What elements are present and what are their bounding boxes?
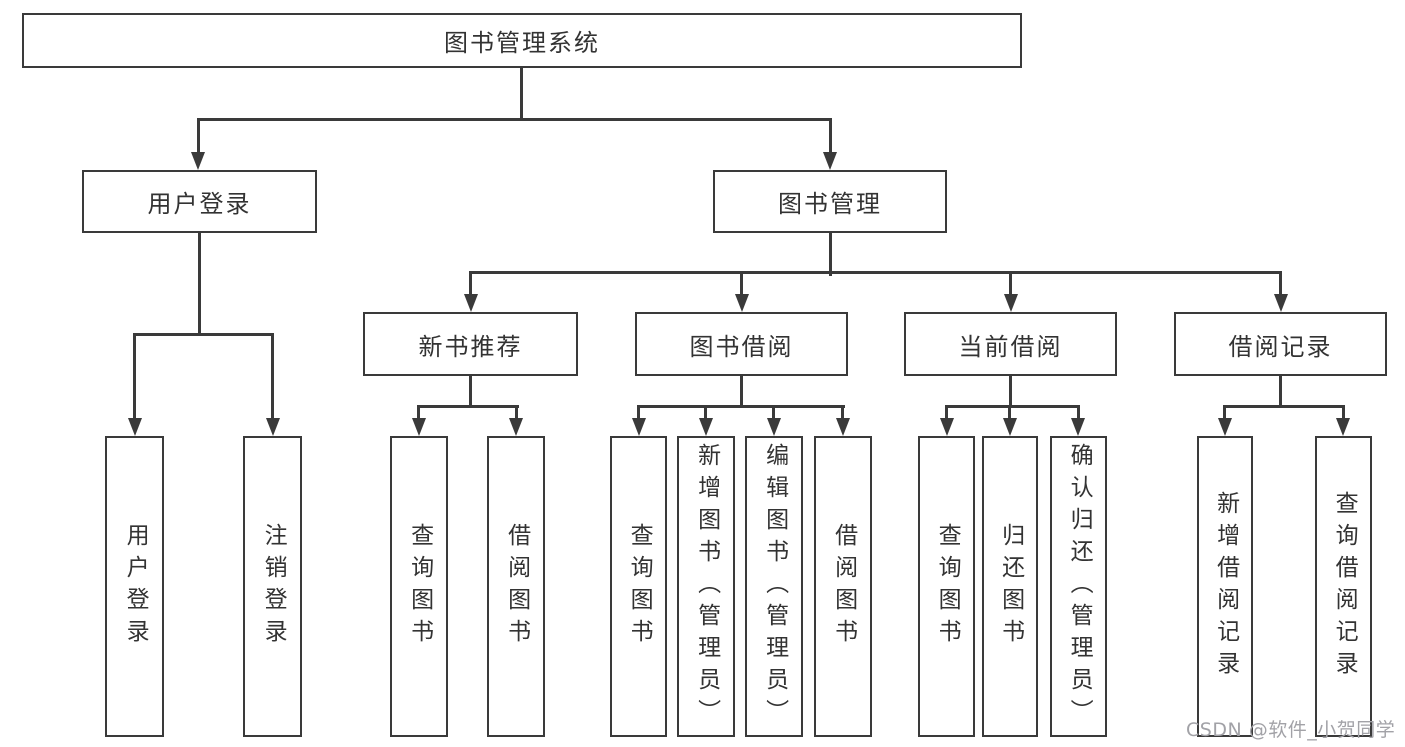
arrow-down-icon: [128, 418, 142, 436]
arrow-down-icon: [836, 418, 850, 436]
leaf-user-login-label: 用户登录: [122, 522, 149, 651]
leaf-query-books-borrow: 查询图书: [610, 436, 667, 737]
arrow-down-icon: [699, 418, 713, 436]
arrow-down-icon: [1336, 418, 1350, 436]
node-book-borrow-label: 图书借阅: [689, 332, 794, 361]
arrow-down-icon: [1071, 418, 1085, 436]
arrow-down-icon: [1004, 294, 1018, 312]
arrow-down-icon: [632, 418, 646, 436]
csdn-watermark: CSDN @软件_小贺同学: [1186, 719, 1396, 741]
node-book-management-label: 图书管理: [778, 190, 882, 218]
node-root-label: 图书管理系统: [444, 29, 600, 57]
node-current-borrow: 当前借阅: [904, 312, 1117, 376]
leaf-logout-label: 注销登录: [260, 522, 287, 651]
node-current-borrow-label: 当前借阅: [958, 332, 1063, 361]
arrow-down-icon: [1003, 418, 1017, 436]
leaf-query-borrow-record-label: 查询借阅记录: [1331, 490, 1358, 683]
node-book-borrow: 图书借阅: [635, 312, 848, 376]
arrow-down-icon: [767, 418, 781, 436]
leaf-query-books-current: 查询图书: [918, 436, 975, 737]
leaf-add-borrow-record: 新增借阅记录: [1197, 436, 1253, 737]
leaf-edit-books-admin: 编辑图书（管理员）: [745, 436, 803, 737]
leaf-add-books-admin-label: 新增图书（管理员）: [693, 442, 720, 731]
leaf-add-borrow-record-label: 新增借阅记录: [1212, 490, 1239, 683]
node-borrow-records-label: 借阅记录: [1228, 332, 1333, 361]
arrow-down-icon: [266, 418, 280, 436]
node-new-book-recommend: 新书推荐: [363, 312, 578, 376]
arrow-down-icon: [1274, 294, 1288, 312]
node-borrow-records: 借阅记录: [1174, 312, 1387, 376]
node-book-management: 图书管理: [713, 170, 947, 233]
leaf-borrow-books-label: 借阅图书: [830, 522, 857, 651]
arrow-down-icon: [1218, 418, 1232, 436]
leaf-logout: 注销登录: [243, 436, 302, 737]
leaf-return-books-label: 归还图书: [997, 522, 1024, 651]
leaf-query-books-current-label: 查询图书: [934, 522, 961, 651]
leaf-query-books-recommend: 查询图书: [390, 436, 448, 737]
arrow-down-icon: [735, 294, 749, 312]
node-user-login-label: 用户登录: [147, 190, 252, 218]
leaf-borrow-books-recommend: 借阅图书: [487, 436, 545, 737]
leaf-query-books-recommend-label: 查询图书: [406, 522, 433, 651]
leaf-borrow-books-recommend-label: 借阅图书: [503, 522, 530, 651]
node-new-book-recommend-label: 新书推荐: [418, 332, 523, 361]
arrow-down-icon: [823, 152, 837, 170]
node-root: 图书管理系统: [22, 13, 1022, 68]
arrow-down-icon: [940, 418, 954, 436]
leaf-borrow-books: 借阅图书: [814, 436, 872, 737]
arrow-down-icon: [412, 418, 426, 436]
leaf-confirm-return-admin-label: 确认归还（管理员）: [1066, 442, 1093, 731]
leaf-return-books: 归还图书: [982, 436, 1038, 737]
leaf-query-borrow-record: 查询借阅记录: [1315, 436, 1372, 737]
leaf-edit-books-admin-label: 编辑图书（管理员）: [761, 442, 788, 731]
arrow-down-icon: [464, 294, 478, 312]
leaf-query-books-borrow-label: 查询图书: [626, 522, 653, 651]
leaf-confirm-return-admin: 确认归还（管理员）: [1050, 436, 1107, 737]
arrow-down-icon: [509, 418, 523, 436]
node-user-login: 用户登录: [82, 170, 317, 233]
arrow-down-icon: [191, 152, 205, 170]
leaf-add-books-admin: 新增图书（管理员）: [677, 436, 735, 737]
leaf-user-login: 用户登录: [105, 436, 164, 737]
